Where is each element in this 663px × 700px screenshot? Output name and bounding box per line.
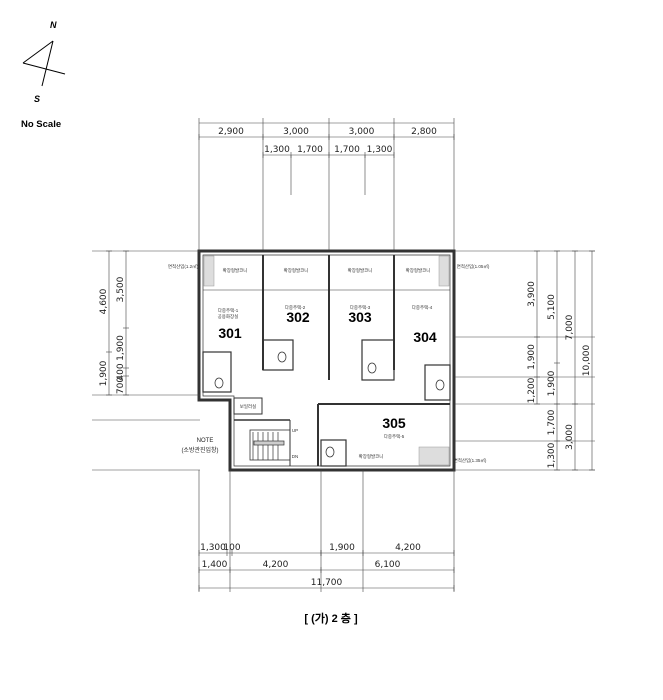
room-number: 301 xyxy=(218,325,242,341)
stair-up-label: UP xyxy=(292,428,298,433)
area-note: 면적산입(1.05㎡) xyxy=(457,263,490,270)
balcony-label: 확장형발코니 xyxy=(284,267,309,274)
dimension-label: 1,300 xyxy=(547,442,557,468)
room-number: 303 xyxy=(348,309,372,325)
north-arrow-icon xyxy=(22,40,66,87)
dimension-label: 7,000 xyxy=(565,314,575,340)
balcony-label: 확장형발코니 xyxy=(359,453,384,460)
room-tag: 다중주택-4 xyxy=(412,304,433,311)
compass-north: N xyxy=(50,20,57,30)
dimension-label: 1,900 xyxy=(329,543,355,553)
room-tag: 다중주택-3 xyxy=(350,304,371,311)
dimension-label: 3,000 xyxy=(349,127,375,137)
dimension-label: 1,900 xyxy=(99,360,109,386)
dimension-label: 3,900 xyxy=(527,281,537,307)
toilet-icons xyxy=(214,351,445,458)
dimension-label: 1,900 xyxy=(547,370,557,396)
dimension-label: 5,100 xyxy=(547,294,557,320)
dimension-label: 100 xyxy=(223,543,240,553)
room-number: 302 xyxy=(286,309,310,325)
dimension-label: 1,700 xyxy=(334,145,360,155)
area-note: 면적산입(1.35㎡) xyxy=(454,457,487,464)
dimension-label: 4,600 xyxy=(99,288,109,314)
floor-title: [ (가) 2 층 ] xyxy=(304,611,358,625)
dimension-label: 11,700 xyxy=(311,578,343,588)
room-number: 304 xyxy=(413,329,437,345)
dimension-label: 6,100 xyxy=(375,560,401,570)
balcony-label: 확장형발코니 xyxy=(406,267,431,274)
dimension-label: 1,200 xyxy=(527,377,537,403)
dimension-label: 2,800 xyxy=(411,127,437,137)
dimension-label: 4,200 xyxy=(395,543,421,553)
dimension-label: 1,900 xyxy=(527,344,537,370)
dimension-label: 10,000 xyxy=(582,344,592,376)
room-sub-label: 공용화장실 xyxy=(218,313,239,320)
dimension-label: 1,300 xyxy=(367,145,393,155)
room-number: 305 xyxy=(382,415,406,431)
note-sub-label: (소방관진입창) xyxy=(181,446,218,454)
room-tag: 다중주택-2 xyxy=(285,304,306,311)
boiler-room-label: 보일러실 xyxy=(240,403,257,410)
balcony-label: 확장형발코니 xyxy=(348,267,373,274)
compass-south: S xyxy=(34,94,40,104)
area-note: 면적산입(1.2㎡) xyxy=(168,263,199,270)
note-label: NOTE xyxy=(197,438,214,444)
hatched-areas xyxy=(203,255,450,466)
building-walls xyxy=(197,249,456,472)
dimension-lines xyxy=(92,118,595,592)
dimension-label: 1,300 xyxy=(264,145,290,155)
dimension-label: 3,500 xyxy=(116,276,126,302)
dimension-label: 3,000 xyxy=(565,424,575,450)
stair-down-label: DN xyxy=(292,454,299,459)
dimension-label: 1,900 xyxy=(116,335,126,361)
balcony-label: 확장형발코니 xyxy=(223,267,248,274)
stairs xyxy=(252,432,285,460)
dimension-label: 1,700 xyxy=(297,145,323,155)
dimension-label: 3,000 xyxy=(283,127,309,137)
dimension-label: 1,300 xyxy=(200,543,226,553)
room-tag: 다중주택-1 xyxy=(218,307,239,314)
dimension-label: 2,900 xyxy=(218,127,244,137)
dimension-label: 4,200 xyxy=(263,560,289,570)
scale-note: No Scale xyxy=(21,119,61,130)
dimension-label: 1,400 xyxy=(202,560,228,570)
room-tag: 다중주택-5 xyxy=(384,433,405,440)
dimension-label: 700 xyxy=(116,377,126,394)
dimension-label: 1,700 xyxy=(547,409,557,435)
dimension-label: 400 xyxy=(116,363,126,380)
